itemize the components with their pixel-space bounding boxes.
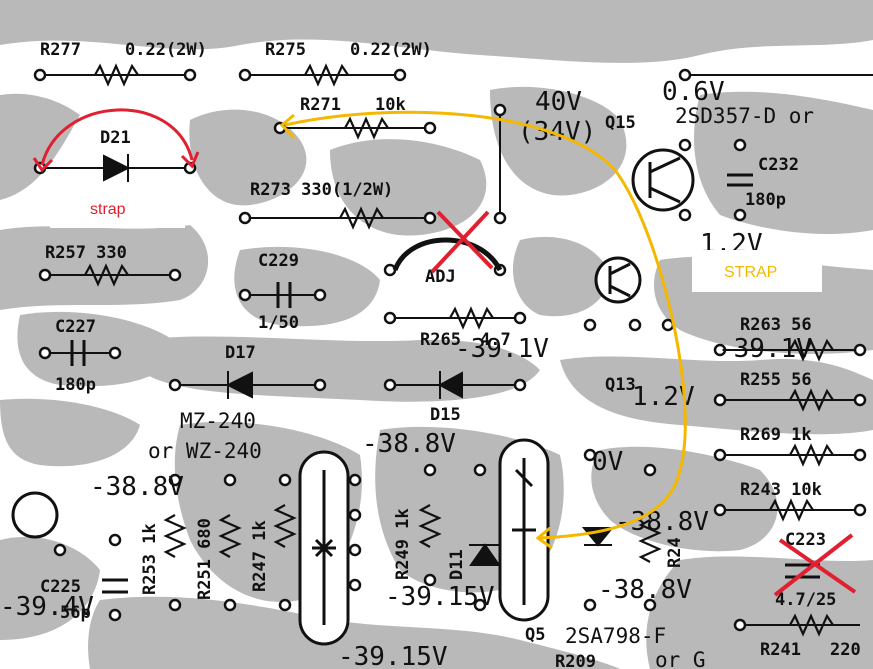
resistor-r241 bbox=[789, 613, 834, 637]
label-c227: C227 bbox=[55, 317, 96, 337]
resistor-r249 bbox=[418, 504, 442, 548]
jumper-pads bbox=[298, 438, 550, 646]
label-c232-value: 180p bbox=[745, 190, 786, 210]
red-strap-markup bbox=[32, 108, 200, 173]
resistor-r273 bbox=[339, 206, 384, 230]
resistor-r247 bbox=[273, 504, 297, 548]
label-r24x: R24 bbox=[665, 537, 685, 568]
label-r273: R273 330(1/2W) bbox=[250, 180, 393, 200]
voltage-39-15v-bottom: -39.15V bbox=[338, 642, 448, 669]
resistor-r253 bbox=[163, 514, 187, 558]
label-d15: D15 bbox=[430, 405, 461, 425]
adj-trimmer-arc bbox=[392, 237, 503, 272]
label-c225: C225 bbox=[40, 577, 81, 597]
label-d17: D17 bbox=[225, 343, 256, 363]
transistor-q15 bbox=[631, 148, 695, 212]
label-q15: Q15 bbox=[605, 113, 636, 133]
resistor-r263 bbox=[789, 338, 834, 362]
resistor-symbols bbox=[84, 63, 834, 637]
label-r247: R247 1k bbox=[250, 520, 270, 592]
voltage-40v: 40V bbox=[535, 87, 582, 117]
resistor-r271 bbox=[344, 116, 389, 140]
voltage-34v: (34V) bbox=[518, 117, 596, 147]
label-q5-type-alt: or G bbox=[655, 648, 706, 669]
resistor-r269 bbox=[789, 443, 834, 467]
label-adj: ADJ bbox=[425, 267, 456, 287]
label-q15-type: 2SD357-D or bbox=[675, 104, 814, 128]
transistor-left bbox=[11, 491, 59, 539]
diode-d15 bbox=[437, 371, 463, 399]
label-r257: R257 330 bbox=[45, 243, 127, 263]
voltage-39-1v-left: -39.1V bbox=[455, 334, 549, 364]
label-r255: R255 56 bbox=[740, 370, 812, 390]
label-wz240: or WZ-240 bbox=[148, 439, 262, 463]
resistor-r243 bbox=[769, 498, 814, 522]
label-mz240: MZ-240 bbox=[180, 409, 256, 433]
label-r265-value: 4.7 bbox=[480, 330, 511, 350]
component-labels: R277 0.22(2W) R275 0.22(2W) R271 10k D21… bbox=[40, 40, 861, 669]
label-r265: R265 bbox=[420, 330, 461, 350]
label-r241: R241 bbox=[760, 640, 801, 660]
label-c223: C223 bbox=[785, 530, 826, 550]
yellow-strap-markup bbox=[279, 110, 687, 550]
voltage-0-6v: 0.6V bbox=[662, 77, 725, 107]
red-x-marks bbox=[430, 210, 857, 597]
resistor-r24x bbox=[638, 519, 662, 563]
label-q5: Q5 bbox=[525, 625, 545, 645]
annotation-strap-red: strap bbox=[90, 201, 126, 218]
transistor-q13 bbox=[594, 256, 642, 304]
label-r269: R269 1k bbox=[740, 425, 812, 445]
voltage-labels: 40V (34V) 0.6V 1.2V -39.1V -39.1V 1.2V -… bbox=[0, 77, 812, 669]
label-r277: R277 bbox=[40, 40, 81, 60]
voltage-39-1v-right: -39.1V bbox=[718, 334, 812, 364]
label-c232: C232 bbox=[758, 155, 799, 175]
label-q13: Q13 bbox=[605, 375, 636, 395]
resistor-r255 bbox=[789, 388, 834, 412]
solder-pads bbox=[33, 68, 867, 632]
label-r275-value: 0.22(2W) bbox=[350, 40, 432, 60]
voltage-38-8v-mid: -38.8V bbox=[362, 429, 456, 459]
label-r263: R263 56 bbox=[740, 315, 812, 335]
label-r251: R251 680 bbox=[195, 518, 215, 600]
label-c227-value: 180p bbox=[55, 375, 96, 395]
label-r241-value: 220 bbox=[830, 640, 861, 660]
label-r277-value: 0.22(2W) bbox=[125, 40, 207, 60]
voltage-38-8v-left: -38.8V bbox=[90, 472, 184, 502]
label-r275: R275 bbox=[265, 40, 306, 60]
resistor-r275 bbox=[304, 63, 349, 87]
resistor-r251 bbox=[218, 514, 242, 558]
voltage-39-4v: -39.4V bbox=[0, 592, 94, 622]
capacitor-symbols bbox=[70, 173, 820, 594]
label-r271: R271 bbox=[300, 95, 341, 115]
voltage-0v: 0V bbox=[592, 447, 623, 477]
resistor-r277 bbox=[94, 63, 139, 87]
annotation-strap-yellow: STRAP bbox=[724, 264, 777, 281]
label-c229: C229 bbox=[258, 251, 299, 271]
label-c229-value: 1/50 bbox=[258, 313, 299, 333]
diode-symbols bbox=[103, 154, 615, 566]
transistor-symbols bbox=[11, 148, 695, 539]
label-c223-value: 4.7/25 bbox=[775, 590, 836, 610]
diode-d17 bbox=[225, 371, 253, 399]
diode-d11 bbox=[469, 543, 501, 566]
trace-lines bbox=[40, 74, 873, 626]
label-c225-value: 56p bbox=[60, 603, 91, 623]
strap-yellow-box bbox=[692, 250, 822, 292]
label-r253: R253 1k bbox=[140, 523, 160, 595]
voltage-38-8v-bottom-right: -38.8V bbox=[598, 575, 692, 605]
diode-d21 bbox=[103, 154, 131, 182]
label-r249: R249 1k bbox=[393, 508, 413, 580]
resistor-r257 bbox=[84, 263, 129, 287]
label-d11: D11 bbox=[447, 549, 467, 580]
label-r243: R243 10k bbox=[740, 480, 822, 500]
label-r271-value: 10k bbox=[375, 95, 406, 115]
resistor-r265 bbox=[449, 306, 494, 330]
label-r209: R209 bbox=[555, 652, 596, 669]
strap-red-box bbox=[50, 188, 185, 228]
label-q5-type: 2SA798-F bbox=[565, 624, 666, 648]
voltage-39-15v-mid: -39.15V bbox=[385, 582, 495, 612]
label-d21: D21 bbox=[100, 128, 131, 148]
